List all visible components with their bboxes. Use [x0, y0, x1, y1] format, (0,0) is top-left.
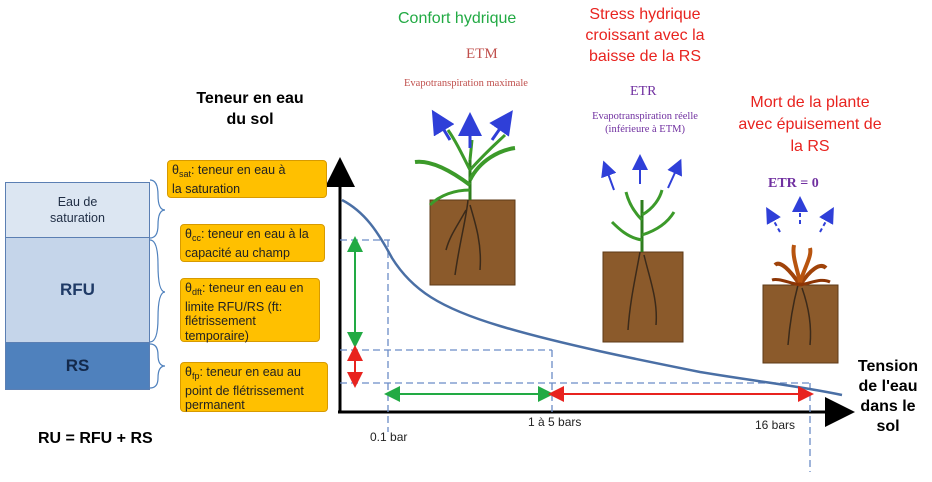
x-axis-label: Tension de l'eau dans le sol: [857, 358, 919, 435]
etr-description: Evapotranspiration réelle (inférieure à …: [592, 111, 698, 135]
theta-symbol: θ: [172, 163, 179, 177]
rs-box: RS: [5, 342, 150, 390]
healthy-plant-illustration: [414, 109, 516, 286]
stressed-plant-illustration: [601, 154, 684, 343]
dead-plant-illustration: [762, 196, 839, 364]
theta-subscript: dft: [191, 287, 202, 297]
death-title: Mort de la plante avec épuisement de la …: [738, 94, 882, 155]
callout-text: : teneur en eau à la capacité au champ: [185, 227, 309, 260]
etm-description: Evapotranspiration maximale: [404, 78, 528, 89]
theta-symbol: θ: [185, 227, 192, 241]
stress-title: Stress hydrique croissant avec la baisse…: [585, 6, 705, 65]
water-retention-curve: [341, 198, 843, 397]
callout-text: : teneur en eau au point de flétrissemen…: [185, 365, 304, 412]
etr-label: ETR: [630, 84, 657, 99]
theta-symbol: θ: [185, 365, 192, 379]
theta-subscript: cc: [191, 233, 201, 243]
rfu-box: RFU: [5, 237, 150, 343]
theta-subscript: fp: [191, 371, 200, 381]
brace-saturation: [149, 179, 166, 239]
ru-formula: RU = RFU + RS: [38, 430, 153, 447]
etr-zero-label: ETR = 0: [768, 176, 819, 191]
theta-subscript: sat: [178, 169, 191, 179]
brace-rfu: [149, 239, 166, 343]
theta-symbol: θ: [185, 281, 192, 295]
callout-permanent-wilting: θfp: teneur en eau au point de flétrisse…: [180, 362, 328, 412]
tick-label-1-5-bars: 1 à 5 bars: [528, 415, 582, 429]
tick-label-0-1-bar: 0.1 bar: [370, 430, 408, 444]
etm-label: ETM: [466, 46, 498, 62]
callout-text: : teneur en eau à la saturation: [172, 163, 286, 196]
callout-temporary-wilting: θdft: teneur en eau en limite RFU/RS (ft…: [180, 278, 320, 343]
reference-dashes: [340, 239, 811, 472]
tick-label-16-bars: 16 bars: [755, 418, 796, 432]
callout-field-capacity: θcc: teneur en eau à la capacité au cham…: [180, 224, 325, 262]
brace-rs: [149, 343, 166, 389]
saturation-water-box: Eau de saturation: [5, 182, 150, 238]
soil-water-content-title: Teneur en eau du sol: [196, 90, 304, 128]
callout-text: : teneur en eau en limite RFU/RS (ft: fl…: [185, 281, 304, 343]
comfort-title: Confort hydrique: [398, 10, 517, 27]
callout-saturation: θsat: teneur en eau à la saturation: [167, 160, 327, 198]
